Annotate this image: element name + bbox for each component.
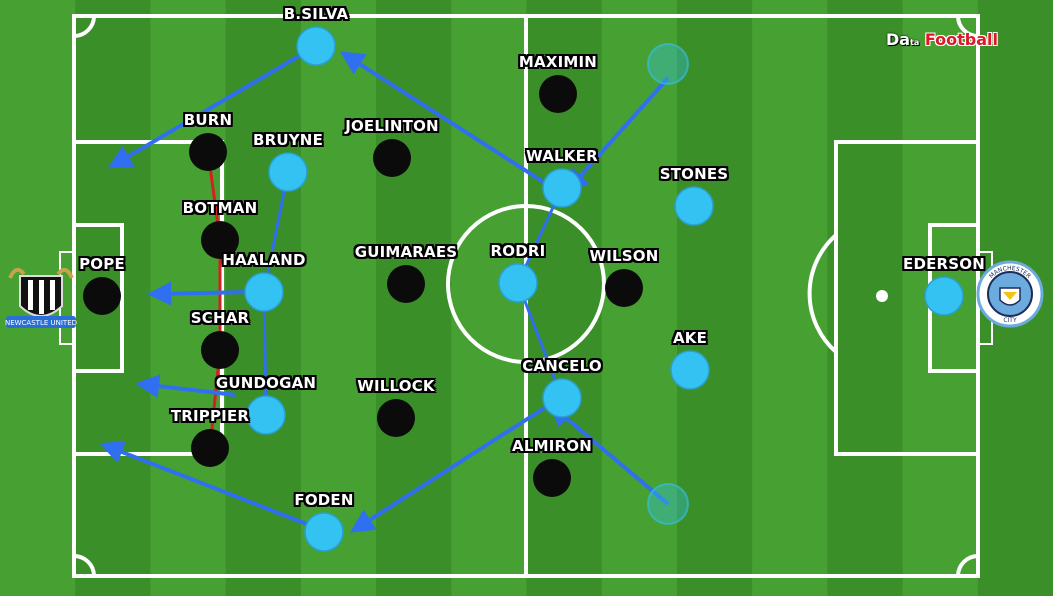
newcastle-player-name: GUIMARAES <box>354 243 458 261</box>
city-player-name: GUNDOGAN <box>215 374 317 392</box>
newcastle-player-name: SCHAR <box>190 309 250 327</box>
newcastle-player-name: MAXIMIN <box>518 53 598 71</box>
corner-arc-br <box>956 554 979 577</box>
newcastle-player-token-guimaraes <box>387 265 425 303</box>
newcastle-player-token-almiron <box>533 459 571 497</box>
city-player-name: AKE <box>672 329 708 347</box>
city-player-token-stones <box>674 186 714 226</box>
city-player-token-walker <box>542 168 582 208</box>
corner-arc-tl <box>73 15 96 38</box>
city-player-name: B.SILVA <box>283 5 349 23</box>
right-penalty-arc <box>807 233 838 354</box>
city-player-name: HAALAND <box>222 251 306 269</box>
newcastle-player-token-wilson <box>605 269 643 307</box>
newcastle-player-name: BURN <box>183 111 233 129</box>
man-city-crest-icon: MANCHESTER CITY <box>976 260 1044 328</box>
corner-arc-tr <box>956 15 979 38</box>
city-player-token-foden <box>304 512 344 552</box>
city-player-name: RODRI <box>490 242 546 260</box>
arrow-cancelo-run <box>548 402 670 506</box>
player-tokens <box>83 26 964 552</box>
newcastle-player-token-willock <box>377 399 415 437</box>
arrow-foden-run <box>99 440 323 532</box>
newcastle-player-token-schar <box>201 331 239 369</box>
arrow-gundogan-run <box>135 374 237 399</box>
newcastle-player-name: WILLOCK <box>357 377 435 395</box>
newcastle-player-token-joelinton <box>373 139 411 177</box>
newcastle-player-name: TRIPPIER <box>170 407 250 425</box>
arrow-haaland-run <box>147 281 251 306</box>
city-player-name: EDERSON <box>902 255 986 273</box>
city-player-name: FODEN <box>294 491 354 509</box>
city-player-token-bsilva <box>296 26 336 66</box>
newcastle-player-token-burn <box>189 133 227 171</box>
penalty-spot <box>876 290 888 302</box>
city-player-token-cancelo <box>542 378 582 418</box>
svg-text:NEWCASTLE UNITED: NEWCASTLE UNITED <box>5 319 77 327</box>
city-player-token-ake <box>670 350 710 390</box>
arrow-walker-to-bsilva <box>339 51 558 192</box>
city-player-name: CANCELO <box>522 357 602 375</box>
newcastle-player-name: JOELINTON <box>345 117 439 135</box>
arrow-cancelo-to-foden <box>349 396 562 533</box>
arrow-bsilva-run <box>107 44 318 169</box>
city-player-token-rodri <box>498 263 538 303</box>
arrow-walker-run <box>564 76 670 194</box>
newcastle-player-name: POPE <box>79 255 125 273</box>
newcastle-player-token-maximin <box>539 75 577 113</box>
brand-logo: Data Football <box>886 30 999 49</box>
movement-arrows <box>99 44 670 533</box>
newcastle-player-name: BOTMAN <box>182 199 258 217</box>
svg-text:CITY: CITY <box>1003 317 1017 324</box>
city-player-token-bruyne <box>268 152 308 192</box>
city-player-token-haaland <box>244 272 284 312</box>
corner-arc-bl <box>73 554 96 577</box>
city-player-name: STONES <box>659 165 729 183</box>
newcastle-player-token-pope <box>83 277 121 315</box>
ghost-position-walker <box>647 43 689 85</box>
newcastle-player-name: ALMIRON <box>512 437 592 455</box>
city-player-token-ederson <box>924 276 964 316</box>
ghost-position-cancelo <box>647 483 689 525</box>
city-player-token-gundogan <box>246 395 286 435</box>
newcastle-player-name: WILSON <box>589 247 659 265</box>
city-player-name: WALKER <box>526 147 598 165</box>
newcastle-player-token-trippier <box>191 429 229 467</box>
newcastle-crest-icon: NEWCASTLE UNITED <box>5 267 77 328</box>
city-player-name: BRUYNE <box>252 131 324 149</box>
newcastle-player-token-botman <box>201 221 239 259</box>
center-circle <box>446 204 606 364</box>
